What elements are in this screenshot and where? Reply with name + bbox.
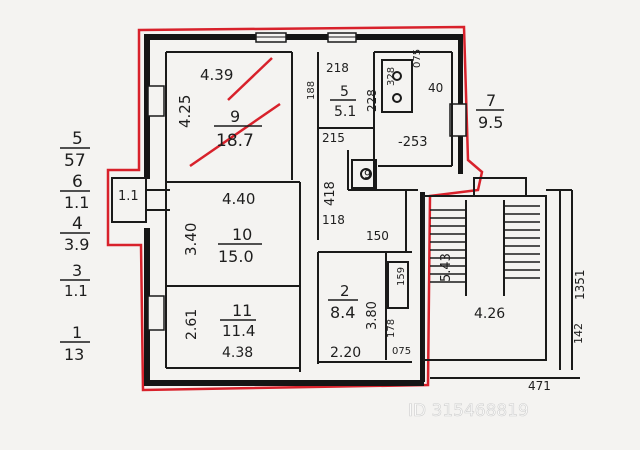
room-2-dim-bottom: 2.20 — [330, 345, 361, 361]
room-9-dim-left: 4.25 — [176, 95, 194, 128]
sink — [351, 159, 377, 189]
bath-fixture — [387, 261, 409, 309]
label-253: -253 — [398, 135, 428, 150]
stair-flight-left — [430, 209, 466, 283]
label-159: 159 — [396, 267, 407, 286]
label-218: 218 — [326, 61, 349, 75]
label-40: 40 — [428, 81, 443, 95]
label-9: 9 — [364, 168, 371, 181]
window-left-1 — [147, 85, 165, 117]
room-11-num: 11 — [232, 301, 252, 320]
stair-flight-right — [504, 205, 540, 279]
room-11-area: 11.4 — [222, 322, 255, 340]
legend-5-area: 57 — [64, 151, 86, 171]
room-9-num: 9 — [230, 107, 240, 126]
legend-3-area: 1.1 — [64, 282, 88, 300]
wall-stair-left — [420, 192, 425, 382]
legend-4-num: 4 — [72, 214, 83, 234]
balcony-area: 1.1 — [118, 189, 139, 204]
wall-top — [144, 34, 462, 40]
legend-1-area: 13 — [64, 345, 84, 364]
label-075b: 075 — [412, 49, 423, 68]
legend-1-num: 1 — [72, 323, 82, 342]
stair-dim: 4.26 — [474, 306, 505, 322]
apartment-boundary — [106, 25, 484, 392]
label-5-43: 5.43 — [439, 253, 454, 282]
room-2-num: 2 — [340, 282, 350, 300]
room-9-area: 18.7 — [216, 131, 254, 151]
label-471: 471 — [528, 379, 551, 393]
wall-left-lower — [144, 228, 150, 386]
legend-5-num: 5 — [72, 129, 83, 149]
note-7-area: 9.5 — [478, 113, 503, 132]
legend-6-area: 1.1 — [64, 193, 89, 212]
room-2-dim-right: 3.80 — [365, 301, 380, 330]
label-118: 118 — [322, 213, 345, 227]
label-142: 142 — [572, 323, 585, 344]
label-418: 418 — [323, 181, 338, 206]
room-11-dim-left: 2.61 — [184, 309, 200, 340]
window-right — [449, 103, 467, 137]
room-10-area: 15.0 — [218, 247, 254, 266]
window-left-2 — [147, 295, 165, 331]
label-228: 228 — [365, 89, 379, 112]
stove — [381, 59, 413, 113]
label-188: 188 — [306, 81, 317, 100]
room-11-dim-bottom: 4.38 — [222, 345, 253, 361]
label-328: 328 — [386, 67, 397, 86]
label-178: 178 — [386, 319, 397, 338]
room-10-dim-left: 3.40 — [182, 223, 200, 256]
legend-6-num: 6 — [72, 172, 83, 192]
note-7-num: 7 — [486, 91, 496, 110]
room-2-area: 8.4 — [330, 303, 355, 322]
room-10-num: 10 — [232, 225, 252, 244]
label-150: 150 — [366, 229, 389, 243]
label-215: 215 — [322, 131, 345, 145]
watermark: ID 315468819 — [408, 401, 529, 421]
wall-bottom — [144, 380, 424, 386]
label-075: 075 — [392, 346, 411, 357]
wall-left-upper — [144, 34, 150, 179]
legend-3-num: 3 — [72, 261, 82, 280]
balcony — [111, 177, 147, 223]
legend-4-area: 3.9 — [64, 235, 89, 254]
room-5-num: 5 — [340, 84, 349, 100]
legend: 5 57 6 1.1 4 3.9 3 1.1 1 13 — [60, 129, 90, 364]
room-10-dim-top: 4.40 — [222, 190, 255, 208]
room-5-area: 5.1 — [334, 104, 356, 120]
room-9-dim-top: 4.39 — [200, 66, 233, 84]
label-1351: 1351 — [573, 269, 587, 300]
